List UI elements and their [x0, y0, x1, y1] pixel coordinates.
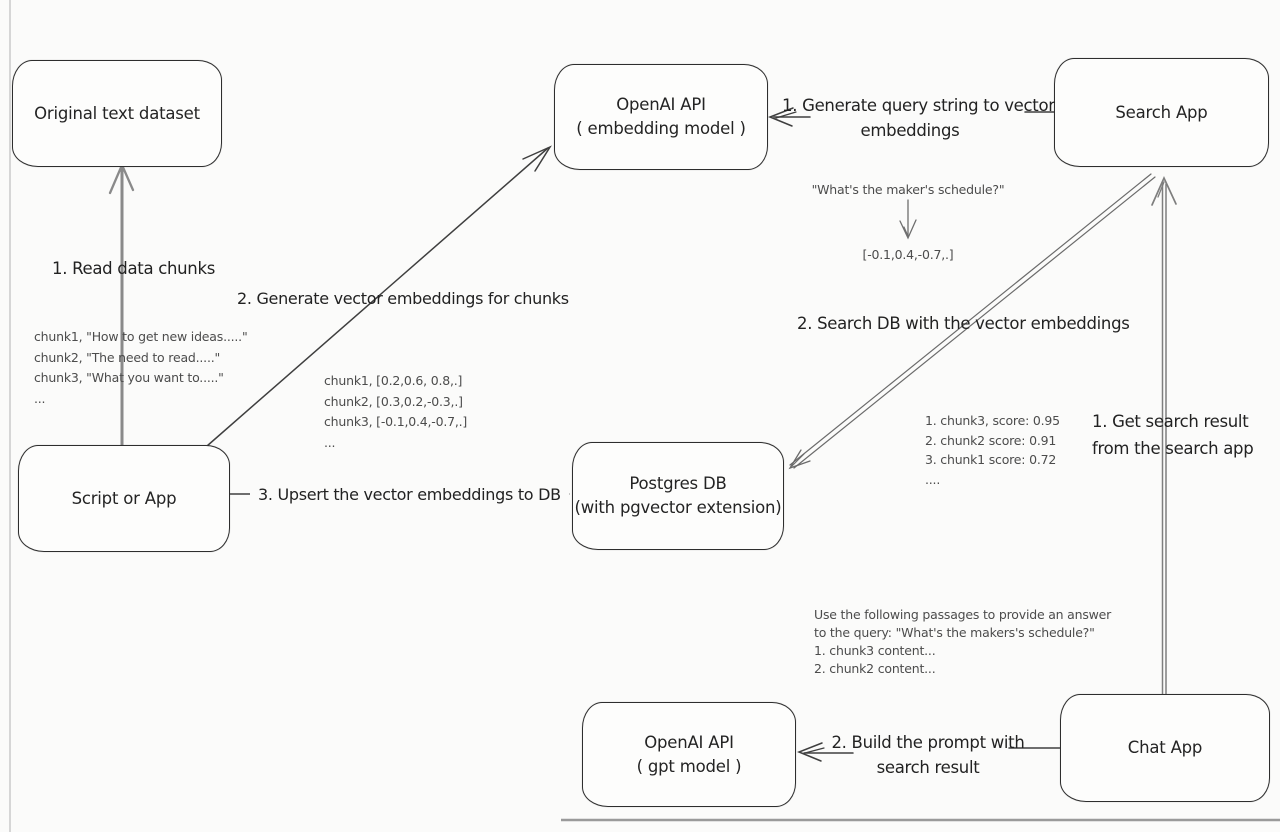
score-line: 2. chunk2 score: 0.91	[925, 432, 1057, 448]
score-line: 3. chunk1 score: 0.72	[925, 452, 1057, 467]
step-build-prompt-line1: 2. Build the prompt with	[831, 733, 1025, 752]
prompt-line: 2. chunk2 content...	[814, 661, 936, 676]
node-original-text-dataset: Original text dataset	[12, 60, 222, 167]
chunk-list-line: chunk2, "The need to read....."	[34, 349, 221, 365]
step-get-search-result: 1. Get search result from the search app	[1092, 408, 1254, 462]
node-label: Chat App	[1127, 738, 1203, 757]
page-edge-lines	[9, 0, 1280, 832]
chunk-list-line: chunk3, "What you want to....."	[34, 370, 224, 385]
node-openai-gpt-api: OpenAI API ( gpt model )	[582, 702, 796, 807]
annotation-chunk-list: chunk1, "How to get new ideas....." chun…	[34, 327, 248, 409]
node-label: Search App	[1115, 102, 1208, 122]
prompt-line: 1. chunk3 content...	[814, 643, 936, 658]
arrow-generate-embeddings	[206, 145, 552, 447]
step-get-search-result-line1: 1. Get search result	[1092, 412, 1249, 431]
arrow-search-db	[788, 173, 1156, 470]
node-sublabel: (with pgvector extension)	[574, 498, 782, 517]
step-upsert-to-db: 3. Upsert the vector embeddings to DB	[250, 482, 569, 507]
prompt-line: to the query: "What's the makers's sched…	[814, 625, 1095, 640]
prompt-line: Use the following passages to provide an…	[814, 607, 1112, 622]
chunk-vector-line: chunk2, [0.3,0.2,-0.3,.]	[324, 393, 463, 409]
chunk-vector-line: chunk3, [-0.1,0.4,-0.7,.]	[324, 414, 468, 429]
step-query-to-vector-line2: embeddings	[860, 121, 960, 140]
arrow-query-mini	[899, 199, 917, 240]
step-search-db: 2. Search DB with the vector embeddings	[797, 314, 1130, 333]
annotation-prompt-text: Use the following passages to provide an…	[814, 606, 1111, 678]
step-read-data-chunks: 1. Read data chunks	[52, 259, 215, 278]
step-get-search-result-line2: from the search app	[1092, 439, 1254, 458]
step-generate-embeddings: 2. Generate vector embeddings for chunks	[237, 289, 569, 308]
annotation-chunk-vectors: chunk1, [0.2,0.6, 0.8,.] chunk2, [0.3,0.…	[324, 371, 467, 453]
score-line: ....	[925, 471, 941, 487]
arrow-get-search-result	[1151, 175, 1177, 695]
node-search-app: Search App	[1054, 58, 1269, 167]
step-build-prompt-line2: search result	[876, 758, 980, 777]
node-label: Original text dataset	[34, 103, 200, 123]
node-label: Postgres DB	[629, 474, 727, 493]
node-label: OpenAI API	[644, 732, 734, 752]
step-query-to-vector-line1: 1. Generate query string to vector	[782, 96, 1055, 115]
chunk-vector-line: ...	[324, 434, 336, 450]
annotation-search-scores: 1. chunk3, score: 0.95 2. chunk2 score: …	[925, 411, 1060, 489]
chunk-list-line: ...	[34, 390, 46, 406]
chunk-vector-line: chunk1, [0.2,0.6, 0.8,.]	[324, 373, 463, 388]
node-script-or-app: Script or App	[18, 445, 230, 552]
annotation-query-vector: [-0.1,0.4,-0.7,.]	[862, 247, 954, 262]
step-build-prompt: 2. Build the prompt with search result	[826, 730, 1030, 780]
annotation-query-string: "What's the maker's schedule?"	[811, 182, 1005, 197]
node-postgres-db: Postgres DB (with pgvector extension)	[572, 442, 784, 550]
node-chat-app: Chat App	[1060, 694, 1270, 802]
node-sublabel: ( gpt model )	[636, 756, 742, 776]
node-label: Script or App	[71, 488, 177, 508]
step-query-to-vector: 1. Generate query string to vector embed…	[782, 93, 1055, 143]
arrow-build-prompt	[796, 742, 1061, 762]
node-openai-embedding-api: OpenAI API ( embedding model )	[554, 64, 768, 170]
arrow-query-to-vector	[767, 107, 1055, 127]
node-sublabel: ( embedding model )	[576, 119, 746, 138]
node-label: OpenAI API	[616, 95, 706, 114]
score-line: 1. chunk3, score: 0.95	[925, 413, 1060, 428]
chunk-list-line: chunk1, "How to get new ideas....."	[34, 329, 248, 344]
